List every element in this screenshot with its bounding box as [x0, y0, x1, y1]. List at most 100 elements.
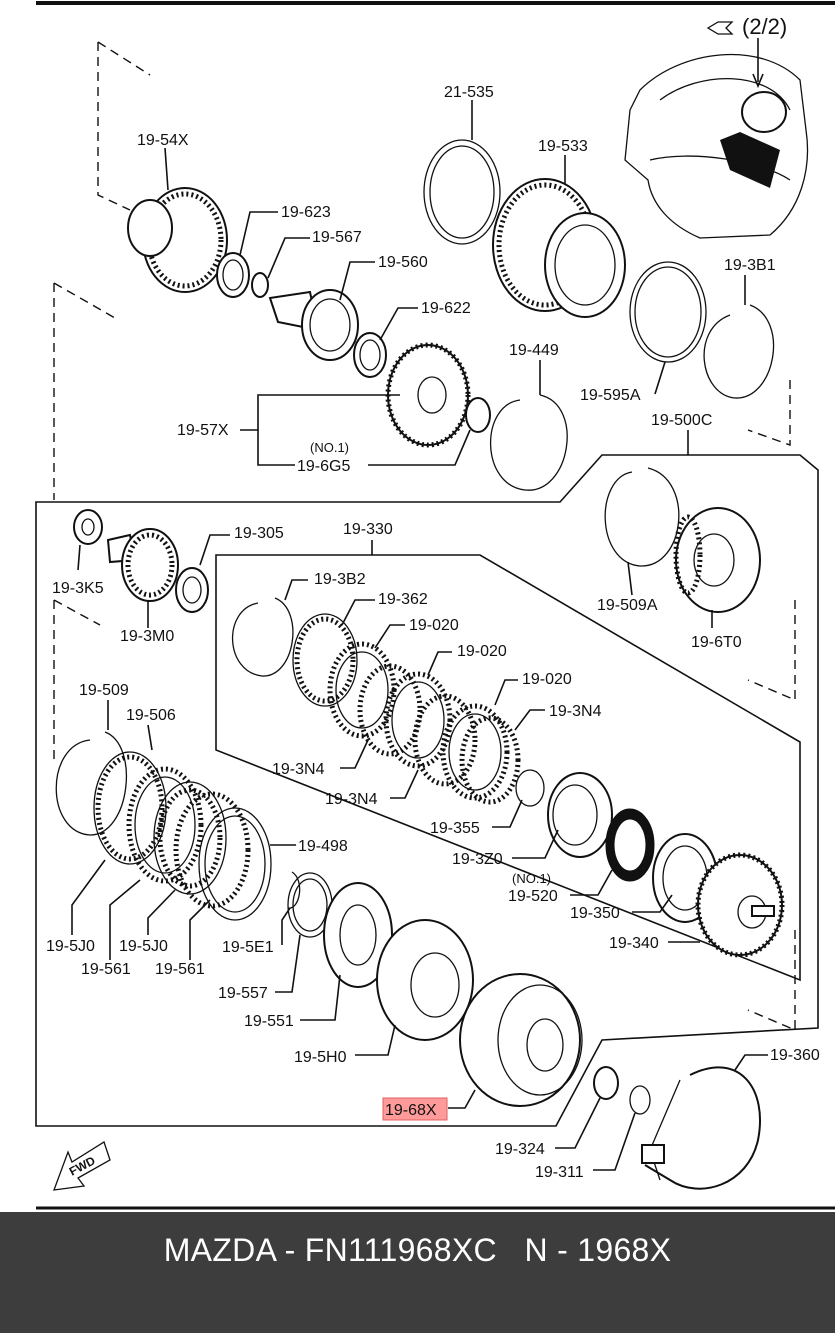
- part-19-595A: [629, 261, 707, 363]
- callout-19-3M0: 19-3M0: [120, 628, 174, 645]
- leader-lines: [71, 100, 768, 1171]
- part-19-449: [490, 394, 568, 491]
- page-ref-icon: [706, 21, 734, 35]
- part-19-560: [268, 289, 359, 361]
- callout-19-3Z0: 19-3Z0: [452, 851, 503, 868]
- callout-19-3B2: 19-3B2: [314, 571, 366, 588]
- fwd-arrow-icon: [53, 1141, 111, 1191]
- part-19-561-b: [198, 807, 272, 921]
- callout-19-6T0: 19-6T0: [691, 634, 742, 651]
- callout-19-305: 19-305: [234, 525, 284, 542]
- part-19-305: [175, 567, 209, 613]
- part-19-324: [593, 1066, 619, 1100]
- part-19-355: [515, 769, 545, 807]
- part-19-360: [641, 1066, 761, 1190]
- callout-19-5E1: 19-5E1: [222, 939, 274, 956]
- callout-19-498: 19-498: [298, 838, 348, 855]
- callout-19-360: 19-360: [770, 1047, 820, 1064]
- callout-19-350: 19-350: [570, 905, 620, 922]
- callout-19-509: 19-509: [79, 682, 129, 699]
- page-ref: (2/2): [742, 14, 787, 39]
- callout-21-535: 21-535: [444, 84, 494, 101]
- part-21-535: [423, 139, 501, 245]
- callout-no1-b: (NO.1): [512, 871, 551, 886]
- callout-no1-a: (NO.1): [310, 440, 349, 455]
- part-19-3N4-a: [357, 663, 423, 757]
- callout-19-355: 19-355: [430, 820, 480, 837]
- callout-highlight: [382, 1097, 448, 1121]
- callout-19-020-b: 19-020: [457, 643, 507, 660]
- callout-19-3N4-c: 19-3N4: [549, 703, 602, 720]
- callout-19-3B1: 19-3B1: [724, 257, 776, 274]
- callout-19-561-a: 19-561: [81, 961, 131, 978]
- part-19-020-a: [327, 641, 397, 739]
- part-number-footer: MAZDA - FN111968XC N - 1968X: [0, 1212, 835, 1333]
- callout-19-449: 19-449: [509, 342, 559, 359]
- callout-19-020-a: 19-020: [409, 617, 459, 634]
- callout-19-6G5: 19-6G5: [297, 458, 350, 475]
- part-19-5H0: [376, 919, 474, 1041]
- group-outline-19-330: [215, 554, 801, 982]
- part-19-509A: [604, 467, 680, 567]
- callout-19-595A: 19-595A: [580, 387, 641, 404]
- part-19-54X: [127, 187, 228, 293]
- part-19-5J0-a: [126, 766, 204, 884]
- callout-19-500C: 19-500C: [651, 412, 712, 429]
- callout-19-560: 19-560: [378, 254, 428, 271]
- part-19-3N4-b: [412, 693, 478, 787]
- callout-19-557: 19-557: [218, 985, 268, 1002]
- part-19-6T0: [673, 507, 761, 613]
- part-19-6G5: [465, 397, 491, 433]
- part-19-3K5: [73, 509, 103, 545]
- callout-19-3N4-a: 19-3N4: [272, 761, 325, 778]
- part-19-506: [93, 751, 167, 865]
- guide-lines: [53, 41, 796, 1032]
- callout-19-520: 19-520: [508, 888, 558, 905]
- part-19-3N4-c: [459, 715, 521, 805]
- callout-19-5H0: 19-5H0: [294, 1049, 347, 1066]
- callout-19-020-c: 19-020: [522, 671, 572, 688]
- part-19-623: [216, 252, 250, 298]
- exploded-parts-diagram: (2/2): [35, 1, 835, 1210]
- part-number-text: MAZDA - FN111968XC N - 1968X: [163, 1232, 672, 1268]
- part-19-3B2: [231, 597, 294, 677]
- callout-19-5J0-b: 19-5J0: [119, 938, 168, 955]
- part-19-533: [492, 178, 626, 318]
- callout-19-5J0-a: 19-5J0: [46, 938, 95, 955]
- callout-19-57X: 19-57X: [177, 422, 229, 439]
- part-19-567: [251, 272, 269, 298]
- part-19-561-a: [153, 781, 227, 895]
- callout-19-506: 19-506: [126, 707, 176, 724]
- callout-19-533: 19-533: [538, 138, 588, 155]
- part-19-68X: [459, 973, 583, 1107]
- part-19-5J0-b: [173, 791, 251, 909]
- callout-19-551: 19-551: [244, 1013, 294, 1030]
- callout-19-622: 19-622: [421, 300, 471, 317]
- callout-labels: 19-54X 21-535 19-533 19-623 19-567 19-56…: [46, 84, 820, 1181]
- part-19-551: [323, 882, 393, 988]
- part-19-3M0: [106, 528, 179, 602]
- part-19-520: [605, 808, 655, 882]
- part-19-5E1: [287, 871, 301, 909]
- callout-19-362: 19-362: [378, 591, 428, 608]
- part-19-340: [695, 852, 785, 958]
- callout-19-567: 19-567: [312, 229, 362, 246]
- callout-19-340: 19-340: [609, 935, 659, 952]
- group-outline-main: [35, 454, 819, 1127]
- callout-19-3K5: 19-3K5: [52, 580, 104, 597]
- part-19-509: [55, 731, 127, 836]
- callout-19-561-b: 19-561: [155, 961, 205, 978]
- part-19-3B1: [703, 304, 775, 399]
- callout-19-311: 19-311: [535, 1164, 584, 1181]
- callout-19-330: 19-330: [343, 521, 393, 538]
- part-19-362: [292, 613, 358, 707]
- part-19-311: [629, 1085, 651, 1115]
- transmission-housing-illustration: [624, 53, 809, 239]
- callout-19-54X: 19-54X: [137, 132, 189, 149]
- callout-19-324: 19-324: [495, 1141, 545, 1158]
- part-19-622: [353, 332, 387, 378]
- callout-19-623: 19-623: [281, 204, 331, 221]
- callout-19-509A: 19-509A: [597, 597, 658, 614]
- callout-19-3N4-b: 19-3N4: [325, 791, 378, 808]
- part-19-3Z0: [547, 772, 613, 858]
